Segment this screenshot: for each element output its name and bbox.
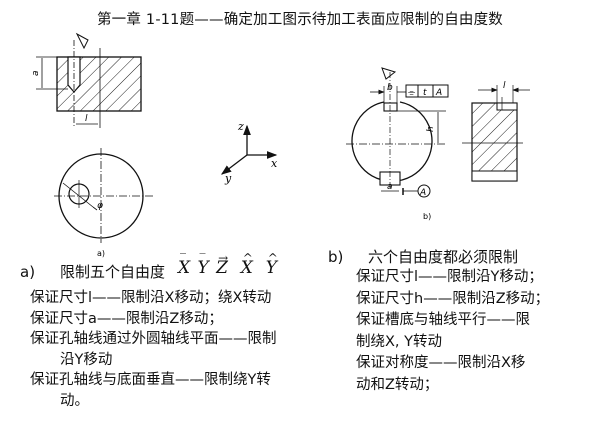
svg-text:b: b [387, 83, 393, 93]
section-a-heading: 限制五个自由度 [60, 263, 166, 281]
text-line: 保证尺寸a——限制沿Z移动； [30, 310, 223, 327]
figure-b-caption: b) [423, 212, 431, 221]
svg-text:φ: φ [97, 201, 103, 211]
figure-a-caption: a) [97, 249, 105, 258]
text-line: 保证槽底与轴线平行——限 [356, 312, 530, 328]
figure-b-side-view: l [462, 81, 530, 182]
text-line: 保证尺寸h——限制沿Z移动； [356, 290, 550, 307]
figure-b-front-view: b ⌯ t A h a A b) [346, 67, 449, 221]
text-line: 保证孔轴线通过外圆轴线平面——限制 [30, 331, 277, 347]
dof-symbols: ‾X ‾Y →Z ^X ^Y [178, 251, 278, 278]
figure-a-section-view: a l [31, 32, 142, 128]
svg-text:A: A [435, 88, 442, 98]
text-line: 动和Z转动； [356, 376, 439, 393]
svg-text:t: t [423, 88, 427, 98]
section-b-label: b) [328, 248, 344, 266]
text-line: 保证尺寸l——限制沿X移动；绕X转动 [30, 290, 272, 306]
svg-text:x: x [271, 157, 278, 170]
svg-text:A: A [419, 188, 426, 198]
page-title: 第一章 1-11题——确定加工图示待加工表面应限制的自由度数 [96, 12, 503, 28]
svg-text:y: y [224, 172, 232, 185]
section-a-explanation: 保证尺寸l——限制沿X移动；绕X转动 保证尺寸a——限制沿Z移动； 保证孔轴线通… [30, 288, 320, 411]
section-a-label: a) [20, 263, 36, 281]
text-line: 保证对称度——限制沿X移 [356, 355, 526, 371]
svg-text:l: l [503, 81, 506, 91]
text-line: 保证孔轴线与底面垂直——限制绕Y转 [30, 372, 271, 388]
text-line: 制绕X, Y转动 [356, 333, 443, 350]
figure-a-top-view: φ a) [54, 148, 155, 258]
coordinate-axes: z x y [220, 120, 278, 185]
svg-text:z: z [237, 120, 244, 133]
dim-l-label: l [85, 114, 88, 124]
dim-a-label: a [31, 70, 41, 76]
text-line: 沿Y移动 [60, 351, 113, 368]
svg-text:h: h [426, 126, 436, 132]
svg-text:a: a [387, 182, 393, 192]
section-b-heading: 六个自由度都必须限制 [368, 248, 519, 266]
section-b-explanation: 保证尺寸l——限制沿Y移动； 保证尺寸h——限制沿Z移动； 保证槽底与轴线平行—… [356, 267, 596, 396]
svg-text:⌯: ⌯ [408, 88, 416, 98]
text-line: 动。 [60, 392, 89, 409]
text-line: 保证尺寸l——限制沿Y移动； [356, 269, 543, 285]
